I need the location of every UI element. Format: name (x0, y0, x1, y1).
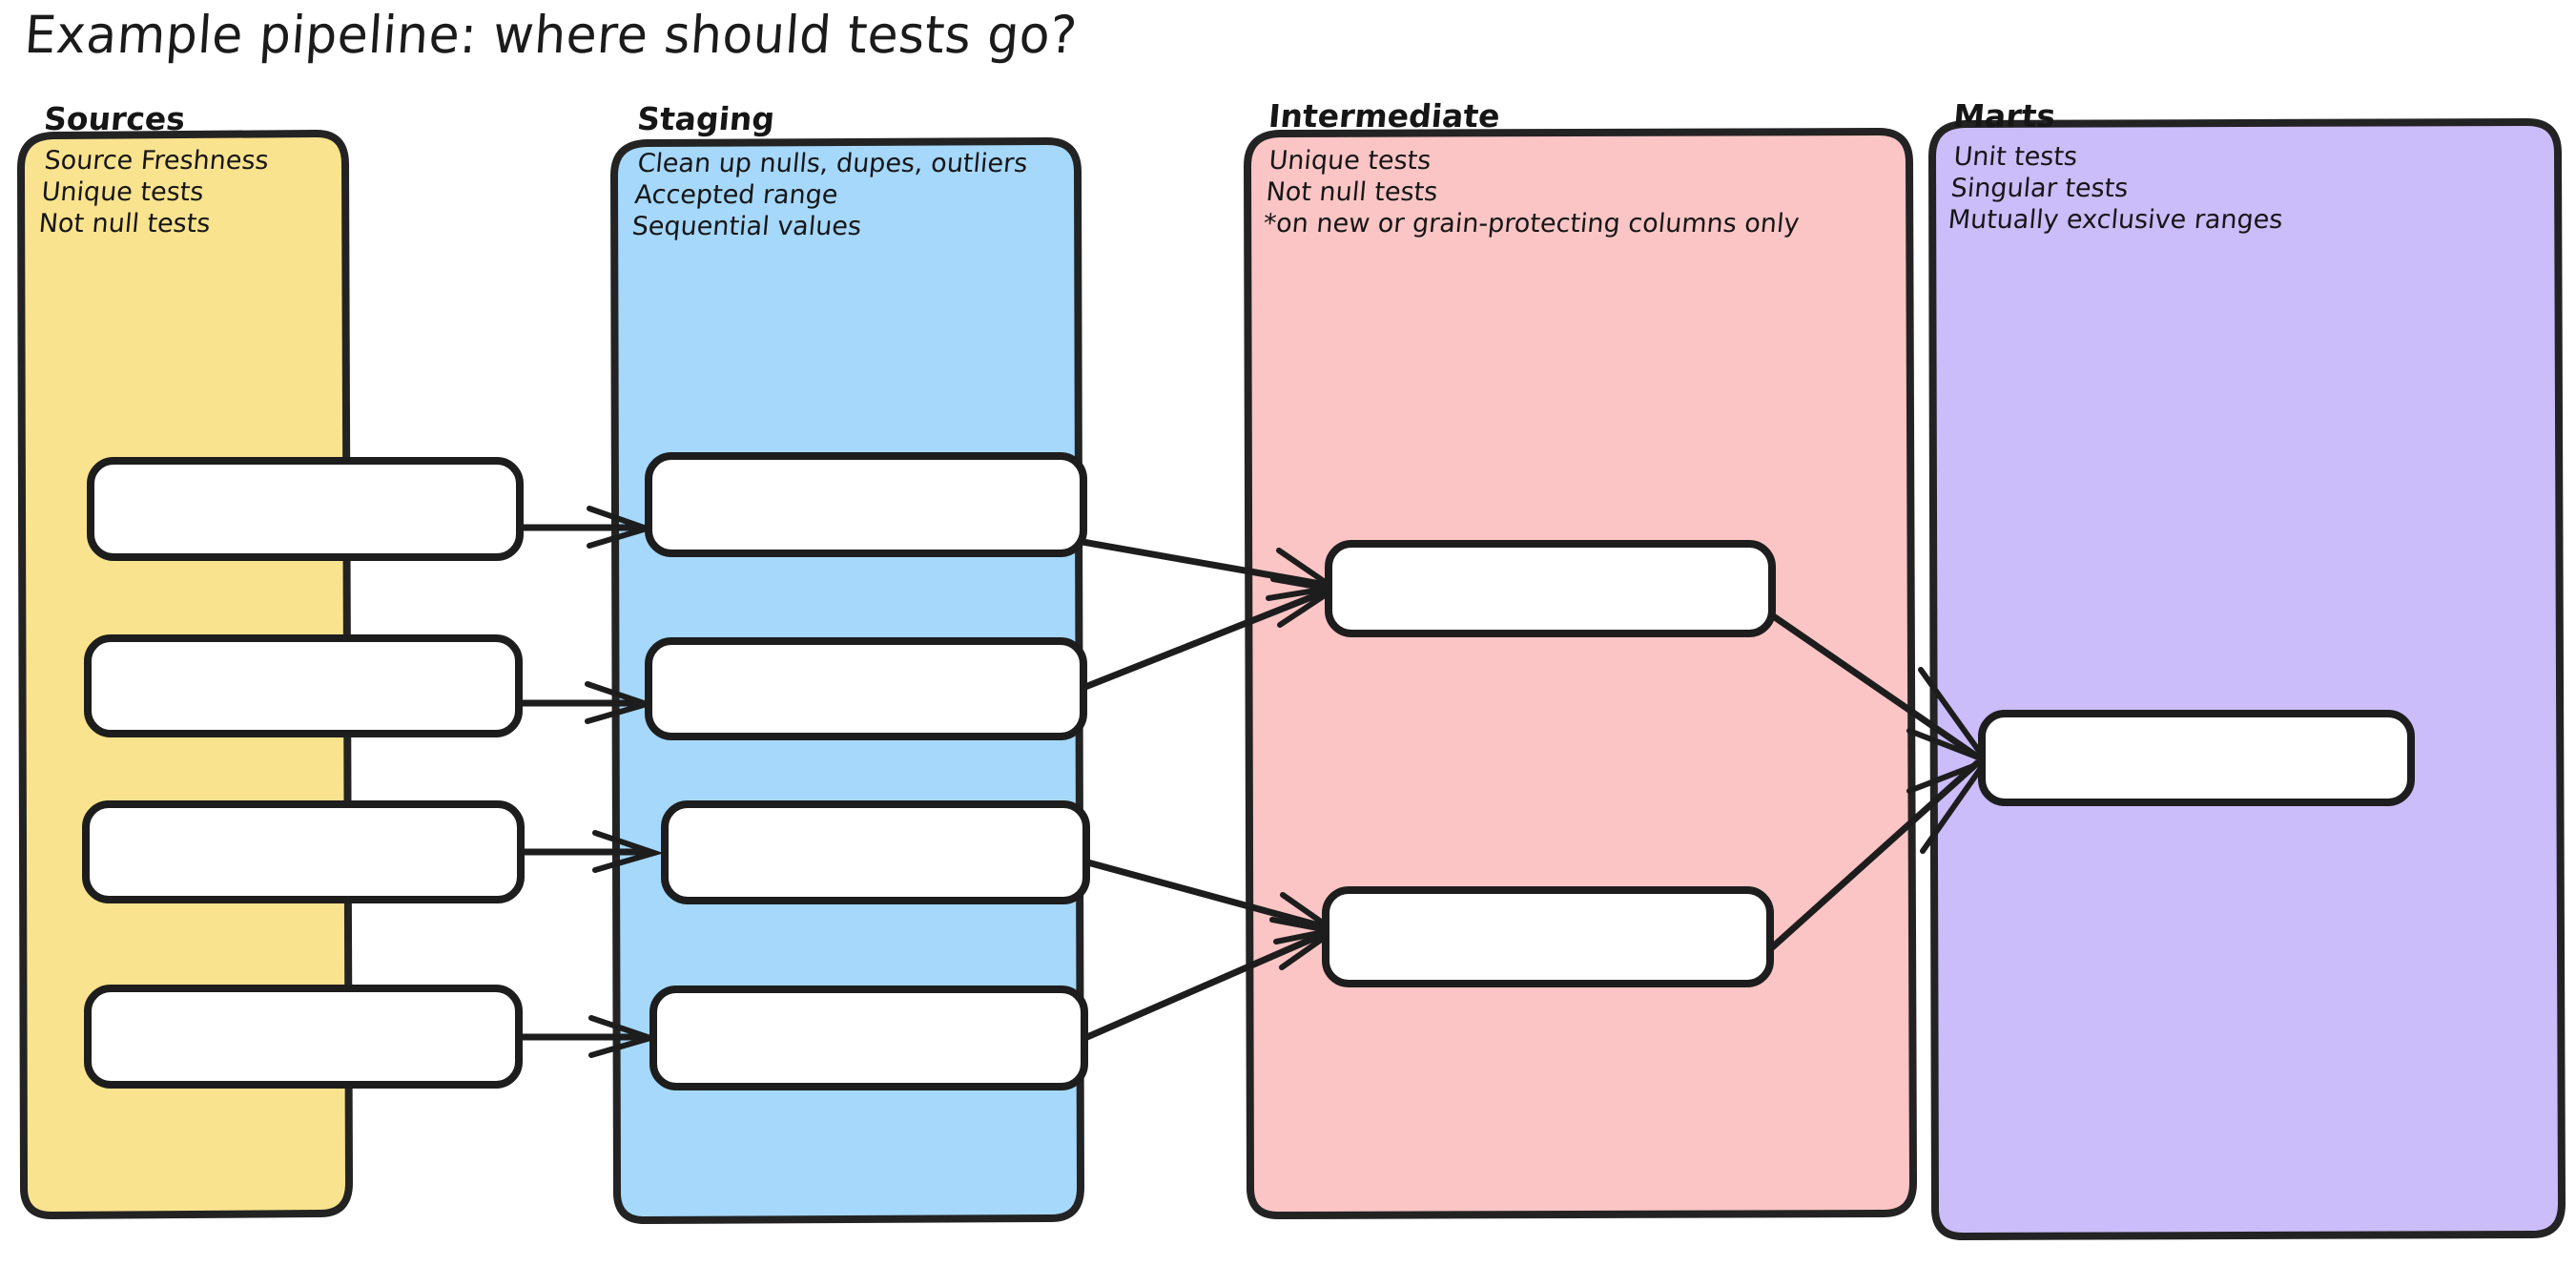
lane-bullets-staging: Clean up nulls, dupes, outliers Accepted… (630, 148, 1028, 242)
marts-node-1[interactable] (1978, 710, 2415, 806)
staging-bullet-3: Sequential values (630, 212, 863, 241)
staging-bullet-2: Accepted range (633, 180, 839, 210)
marts-bullet-1: Unit tests (1952, 142, 2079, 172)
staging-node-3[interactable] (661, 800, 1090, 904)
page-title: Example pipeline: where should tests go? (22, 6, 1080, 66)
lane-intermediate (1244, 128, 1917, 1220)
sources-node-2[interactable] (84, 634, 523, 737)
intermediate-bullet-1: Unique tests (1267, 146, 1432, 176)
lane-title-sources: Sources (42, 100, 187, 137)
intermediate-bullet-2: Not null tests (1265, 177, 1439, 207)
lane-bullets-intermediate: Unique tests Not null tests *on new or g… (1262, 145, 1805, 239)
edge-sources-3-staging-3 (519, 830, 665, 873)
marts-bullet-2: Singular tests (1949, 174, 2130, 203)
edges-layer (516, 506, 1994, 1058)
staging-node-2[interactable] (645, 637, 1087, 740)
lane-title-marts: Marts (1951, 97, 2057, 135)
sources-bullet-3: Not null tests (37, 209, 212, 239)
sources-node-1[interactable] (87, 457, 524, 561)
lane-title-staging: Staging (635, 100, 776, 137)
marts-bullet-3: Mutually exclusive ranges (1947, 205, 2284, 235)
sources-bullet-1: Source Freshness (43, 146, 270, 176)
nodes-layer (82, 452, 2415, 1090)
lane-bullets-sources: Source Freshness Unique tests Not null t… (37, 145, 270, 239)
intermediate-bullet-3: *on new or grain-protecting columns only (1262, 209, 1801, 239)
lane-marts (1928, 118, 2566, 1241)
intermediate-node-2[interactable] (1322, 886, 1774, 987)
lane-marts-bg (1928, 118, 2566, 1241)
lane-title-intermediate: Intermediate (1267, 97, 1502, 135)
staging-bullet-1: Clean up nulls, dupes, outliers (636, 149, 1029, 178)
lane-intermediate-bg (1244, 128, 1917, 1220)
staging-node-4[interactable] (649, 986, 1088, 1090)
sources-node-4[interactable] (84, 985, 523, 1089)
staging-node-1[interactable] (645, 452, 1087, 557)
sources-node-3[interactable] (82, 800, 525, 903)
intermediate-node-1[interactable] (1325, 540, 1776, 637)
sources-bullet-2: Unique tests (40, 177, 205, 207)
lane-bullets-marts: Unit tests Singular tests Mutually exclu… (1947, 141, 2289, 236)
